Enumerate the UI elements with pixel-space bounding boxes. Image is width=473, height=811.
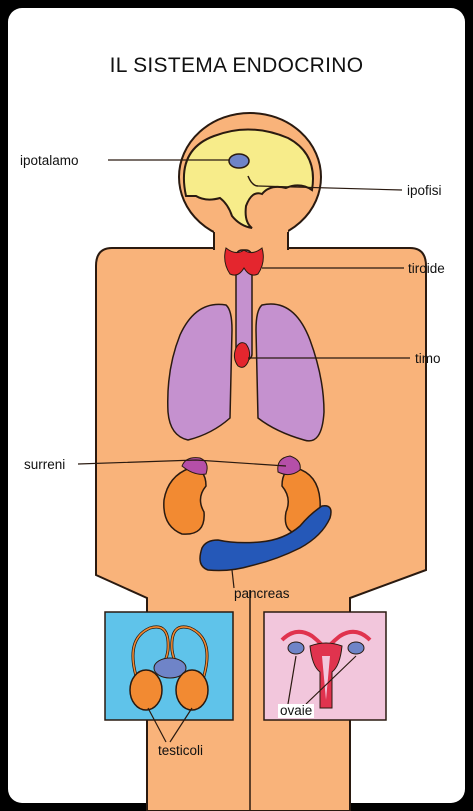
- hypothalamus-organ: [229, 154, 249, 168]
- label-pancreas: pancreas: [234, 587, 290, 601]
- label-ipotalamo: ipotalamo: [20, 154, 79, 168]
- label-tiroide: tiroide: [408, 262, 445, 276]
- label-ovaie: ovaie: [278, 704, 314, 718]
- testicle-right: [176, 670, 208, 710]
- ovary-right: [348, 642, 364, 654]
- label-testicoli: testicoli: [158, 744, 203, 758]
- ovary-left: [288, 642, 304, 654]
- label-ipofisi: ipofisi: [407, 184, 442, 198]
- testicle-left: [130, 670, 162, 710]
- label-surreni: surreni: [24, 458, 65, 472]
- thymus-organ: [234, 343, 249, 368]
- label-timo: timo: [415, 352, 441, 366]
